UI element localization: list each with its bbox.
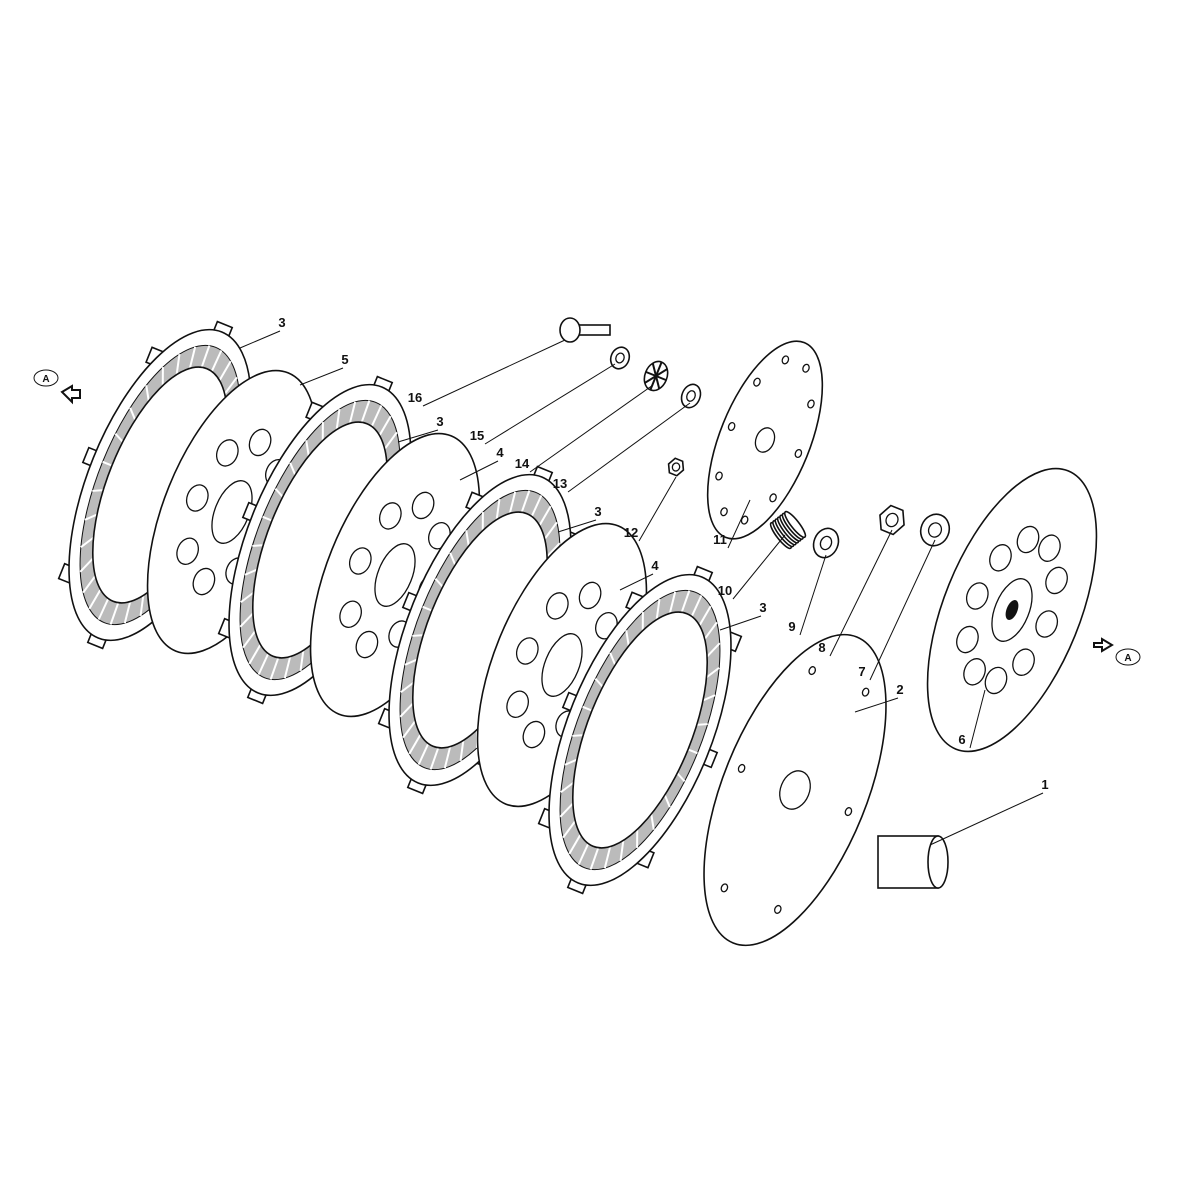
part-washer [609, 346, 631, 370]
part-friction-plate [377, 465, 583, 795]
part-number-label: 15 [470, 428, 484, 443]
part-star-washer [643, 360, 669, 392]
view-marker-label: A [1124, 653, 1131, 664]
part-number-label: 9 [788, 619, 795, 634]
part-friction-plate [57, 320, 263, 650]
leader-line [727, 499, 751, 549]
part-nut [667, 457, 685, 477]
parts-layer [57, 317, 1098, 947]
part-number-label: 8 [818, 640, 825, 655]
part-bolt [559, 317, 611, 343]
leader-line [854, 697, 899, 713]
part-nut [879, 504, 905, 536]
part-plain-plate [309, 432, 481, 718]
part-number-label: 3 [278, 315, 285, 330]
leader-line [397, 429, 439, 443]
part-tab-washer [919, 513, 951, 547]
leader-line [969, 689, 986, 749]
part-washer [680, 383, 702, 409]
leader-line [829, 529, 893, 657]
leader-line [239, 330, 281, 349]
part-friction-plate [217, 375, 423, 705]
part-number-label: 16 [408, 390, 422, 405]
leader-line [638, 476, 677, 542]
part-friction-plate [537, 565, 743, 895]
part-number-label: 4 [651, 558, 659, 573]
view-marker-right: A [1093, 637, 1141, 666]
part-spring-plate [706, 340, 824, 540]
arrow-icon [1093, 637, 1114, 653]
part-pressure-plate [703, 633, 887, 947]
part-number-label: 12 [624, 525, 638, 540]
leader-line [422, 339, 566, 407]
leader-line [719, 615, 762, 631]
part-number-label: 3 [759, 600, 766, 615]
leader-line [557, 519, 597, 533]
part-plain-plate [146, 369, 318, 655]
part-needle-bearing [877, 835, 949, 889]
part-number-label: 4 [496, 445, 504, 460]
leader-line [529, 384, 654, 473]
view-marker-left: A [33, 369, 81, 405]
part-spring [769, 510, 807, 550]
part-number-label: 13 [553, 476, 567, 491]
part-number-label: 10 [718, 583, 732, 598]
part-number-label: 11 [713, 532, 727, 547]
part-number-label: 2 [896, 682, 903, 697]
part-number-label: 6 [958, 732, 965, 747]
leader-line [484, 363, 616, 445]
leader-line [869, 539, 936, 681]
part-number-label: 14 [515, 456, 530, 471]
part-number-label: 7 [858, 664, 865, 679]
leader-line [732, 534, 786, 600]
arrow-icon [60, 384, 81, 405]
part-bushing [812, 527, 840, 559]
leader-line [459, 460, 499, 481]
view-marker-label: A [42, 374, 49, 385]
leader-line [929, 792, 1044, 846]
leader-line [299, 367, 344, 386]
leader-line [619, 573, 654, 591]
leader-line [567, 402, 691, 493]
part-drum-plate [926, 467, 1098, 753]
part-number-label: 3 [594, 504, 601, 519]
part-number-label: 3 [436, 414, 443, 429]
part-number-label: 5 [341, 352, 348, 367]
part-number-label: 1 [1041, 777, 1048, 792]
leader-line [799, 554, 827, 636]
